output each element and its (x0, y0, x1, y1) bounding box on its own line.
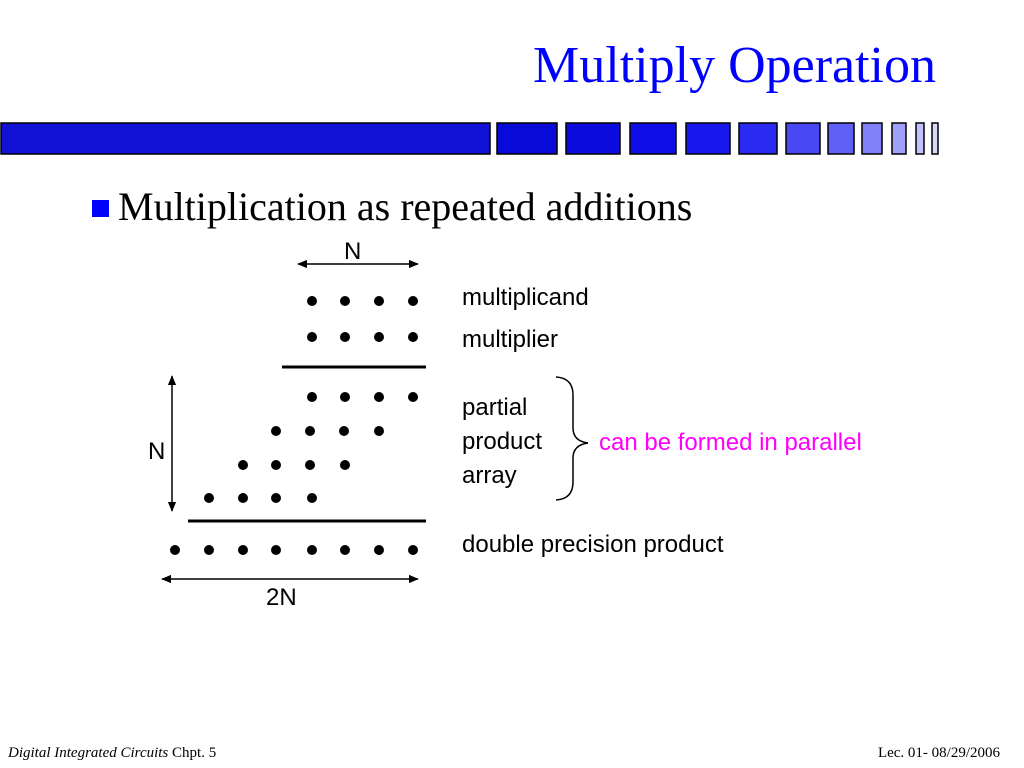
multiplicand-dots (307, 296, 418, 306)
dot (340, 545, 350, 555)
accent-bar-segment (785, 122, 821, 155)
dot (307, 296, 317, 306)
curly-brace-icon (555, 376, 589, 501)
footer-lecture: Lec. 01- 08/29/2006 (877, 745, 1000, 761)
accent-bar-segment (738, 122, 778, 155)
dot (408, 332, 418, 342)
partial-product-row-2 (271, 426, 384, 436)
dot (408, 545, 418, 555)
width-label: N (344, 238, 362, 265)
height-label: N (148, 438, 166, 465)
dot (408, 392, 418, 402)
dot (374, 332, 384, 342)
dot (374, 545, 384, 555)
dot (307, 545, 317, 555)
double-precision-label: double precision product (462, 531, 724, 558)
array-label: array (462, 462, 517, 489)
dot (340, 332, 350, 342)
multiplier-label: multiplier (462, 326, 559, 353)
dot (238, 545, 248, 555)
dot (271, 545, 281, 555)
accent-bar-segment (915, 122, 925, 155)
dot (340, 392, 350, 402)
dot (204, 545, 214, 555)
dot (238, 493, 248, 503)
dot (374, 392, 384, 402)
product-label: product (462, 428, 543, 455)
accent-bar-segment (496, 122, 558, 155)
parallel-note: can be formed in parallel (599, 429, 862, 456)
product-dots (170, 545, 418, 555)
dot (307, 332, 317, 342)
footer-course: Digital Integrated Circuits Chpt. 5 (8, 745, 216, 762)
accent-bar-segment (565, 122, 621, 155)
dot (374, 296, 384, 306)
dot (408, 296, 418, 306)
partial-label: partial (462, 394, 528, 421)
dot (305, 426, 315, 436)
multiplicand-label: multiplicand (462, 284, 589, 311)
dot (271, 493, 281, 503)
product-width-label: 2N (266, 584, 297, 611)
bullet-square-icon (92, 200, 109, 217)
dot (340, 460, 350, 470)
dot (339, 426, 349, 436)
accent-bar-segment (685, 122, 731, 155)
partial-product-row-3 (238, 460, 350, 470)
dot (204, 493, 214, 503)
slide-title: Multiply Operation (533, 37, 936, 94)
dot (307, 493, 317, 503)
accent-bar-segment (861, 122, 883, 155)
accent-bar-segment (891, 122, 907, 155)
dot (170, 545, 180, 555)
footer-course-title: Digital Integrated Circuits (8, 745, 169, 761)
bullet-text: Multiplication as repeated additions (118, 184, 693, 229)
dot (271, 426, 281, 436)
accent-bar-segment (629, 122, 677, 155)
dot (340, 296, 350, 306)
dot (307, 392, 317, 402)
dot (374, 426, 384, 436)
dot (238, 460, 248, 470)
partial-product-row-4 (204, 493, 317, 503)
multiplier-dots (307, 332, 418, 342)
accent-bar-segment (827, 122, 855, 155)
accent-bar-long-segment (0, 122, 491, 155)
dot (271, 460, 281, 470)
footer-chapter: Chpt. 5 (172, 745, 217, 761)
partial-product-row-1 (307, 392, 418, 402)
accent-bar-segment (931, 122, 939, 155)
dot (305, 460, 315, 470)
